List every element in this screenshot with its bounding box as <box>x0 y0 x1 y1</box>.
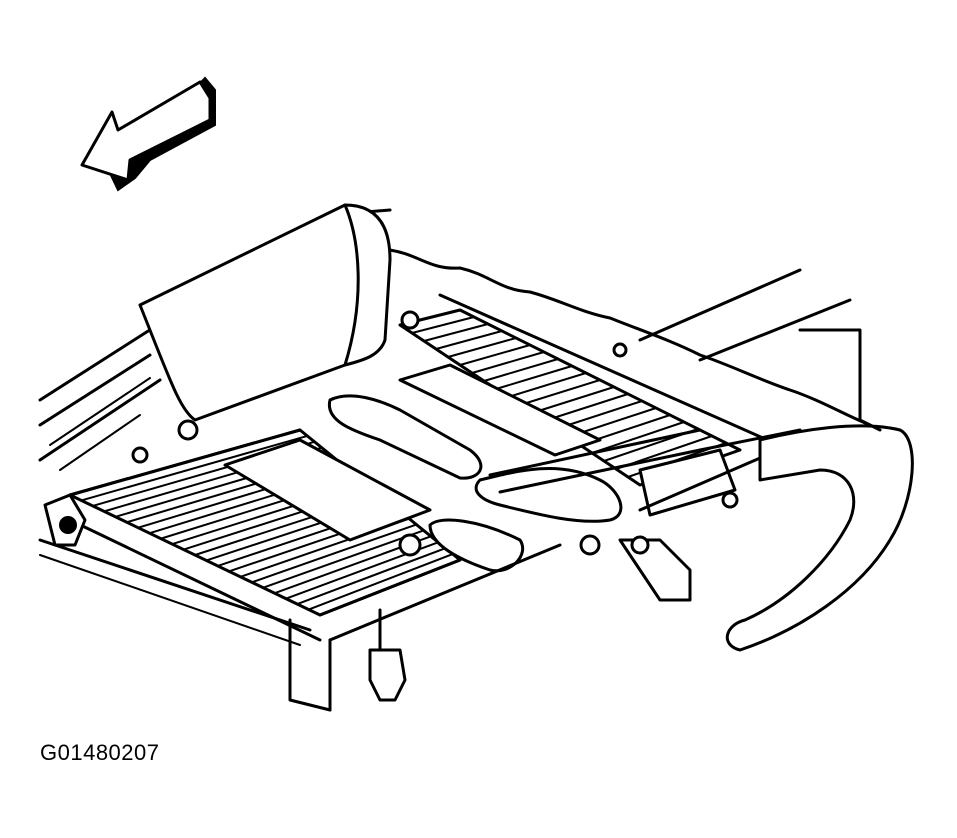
exhaust-pipe <box>327 394 702 573</box>
heat-shield-slat <box>495 365 573 390</box>
heat-shield-slat <box>296 547 447 606</box>
heat-shield-slat <box>591 421 685 454</box>
fuel-tank-shield <box>138 203 392 422</box>
heat-shield-slat <box>250 523 418 584</box>
direction-arrow-icon <box>80 76 216 192</box>
heat-shield-slat <box>435 330 503 350</box>
left-mount-bracket <box>43 493 87 547</box>
heat-shield-slat <box>80 434 309 502</box>
heat-shield-slat <box>423 323 489 342</box>
heat-shield-slat <box>411 316 475 334</box>
heat-shield-slat <box>471 351 545 374</box>
heat-shield-slat <box>483 358 559 382</box>
heat-shield-slat <box>307 553 454 611</box>
figure-id-label: G01480207 <box>40 740 160 765</box>
heat-shield-slat <box>459 344 531 366</box>
cross-member <box>223 363 602 542</box>
rear-bumper <box>726 418 914 652</box>
heat-shield-slat <box>543 393 629 422</box>
heat-shield-slat <box>507 372 587 398</box>
bed-floor-cutaway <box>388 248 872 452</box>
mounting-bolts <box>131 310 739 557</box>
heat-shield-slat <box>447 337 517 358</box>
heat-shield-slat <box>531 386 615 414</box>
heat-shield-slat <box>519 379 601 406</box>
heat-shield-slat <box>262 529 425 589</box>
lower-frame <box>38 538 562 712</box>
